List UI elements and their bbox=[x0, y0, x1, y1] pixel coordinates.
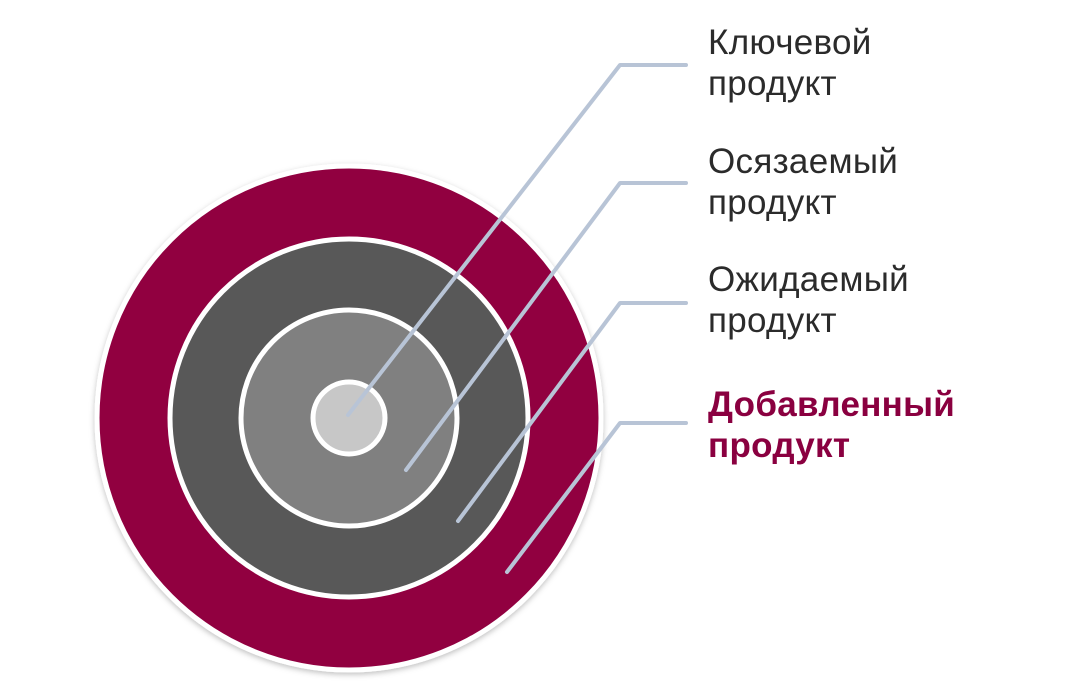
label-core-product: Ключевой продукт bbox=[708, 22, 872, 104]
label-expected-line2: продукт bbox=[708, 301, 837, 340]
label-augmented-product: Добавленный продукт bbox=[708, 384, 955, 466]
leader-line-actual bbox=[404, 181, 688, 472]
ring-core bbox=[310, 379, 388, 457]
leader-line-expected bbox=[456, 301, 688, 523]
label-augmented-line1: Добавленный bbox=[708, 385, 956, 424]
label-expected-product: Ожидаемый продукт bbox=[708, 259, 909, 341]
label-core-line1: Ключевой bbox=[708, 23, 872, 62]
label-actual-line1: Осязаемый bbox=[708, 142, 899, 181]
leader-line-augmented bbox=[505, 421, 688, 574]
label-augmented-line2: продукт bbox=[708, 426, 851, 465]
label-expected-line1: Ожидаемый bbox=[708, 260, 910, 299]
label-actual-product: Осязаемый продукт bbox=[708, 141, 898, 223]
leader-line-core bbox=[346, 63, 688, 417]
label-core-line2: продукт bbox=[708, 64, 837, 103]
label-actual-line2: продукт bbox=[708, 183, 837, 222]
